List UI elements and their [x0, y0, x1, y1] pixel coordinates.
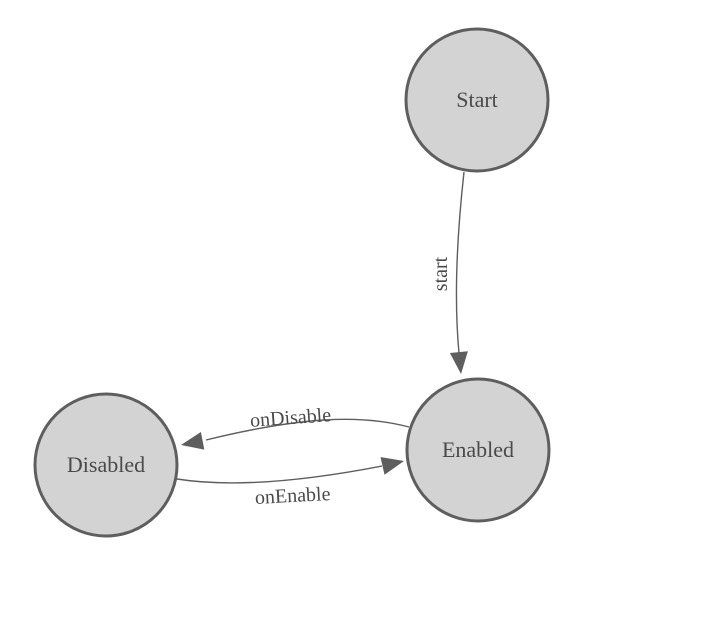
transition-edge-ondisable: onDisable — [181, 404, 410, 450]
state-label-start: Start — [456, 87, 498, 112]
arrowhead-icon — [380, 457, 404, 475]
state-node-enabled: Enabled — [405, 377, 551, 523]
edge-label-ondisable: onDisable — [249, 404, 332, 432]
arrowhead-icon — [181, 432, 205, 450]
state-circle-start — [404, 27, 550, 173]
edge-label-onenable: onEnable — [254, 483, 331, 509]
state-node-disabled: Disabled — [33, 392, 179, 538]
state-label-enabled: Enabled — [442, 437, 514, 462]
transition-edge-onenable: onEnable — [176, 457, 404, 509]
edge-path-onenable — [176, 465, 383, 484]
edge-label-start: start — [430, 256, 452, 291]
state-circle-disabled — [33, 392, 179, 538]
transition-edge-start: start — [430, 171, 468, 374]
state-label-disabled: Disabled — [67, 452, 145, 477]
edge-path-ondisable — [205, 418, 410, 441]
edge-path-start — [455, 171, 465, 354]
state-node-start: Start — [404, 27, 550, 173]
state-circle-enabled — [405, 377, 551, 523]
arrowhead-icon — [449, 351, 468, 374]
